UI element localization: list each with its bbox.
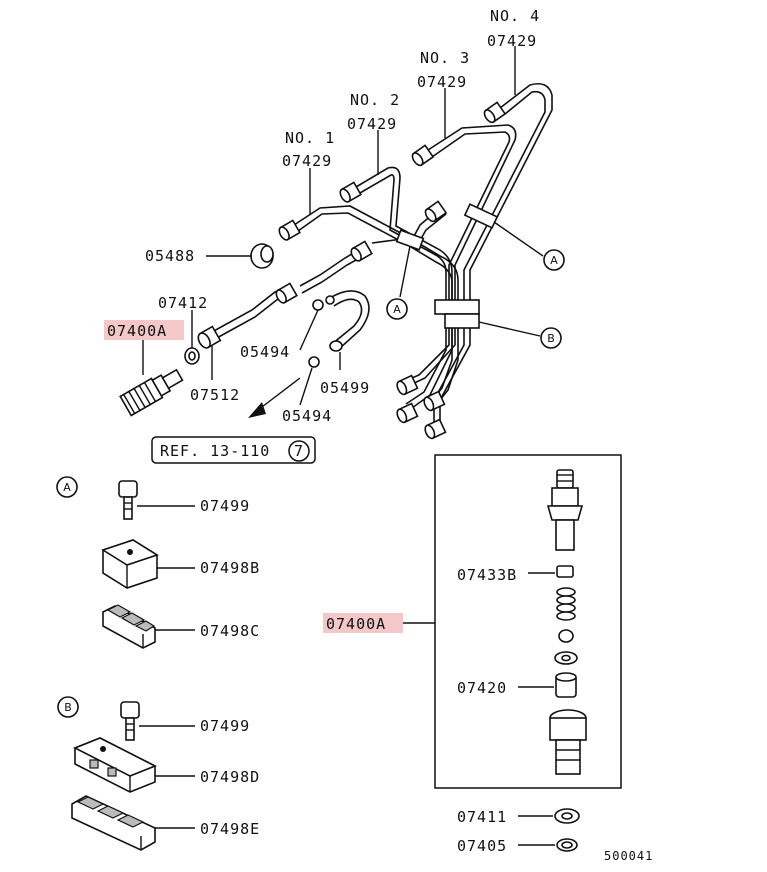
callout-b-section: B 07499 07498D 07498E xyxy=(57,696,260,851)
reference-box[interactable]: REF. 13-110 7 xyxy=(151,436,316,464)
spring-seat xyxy=(558,629,574,643)
injector-detail-box: 07433B 07420 xyxy=(434,454,622,789)
pipe-nut-no1 xyxy=(278,219,301,241)
clamp-07498b xyxy=(101,539,159,589)
spring xyxy=(556,587,576,621)
label-seal-07512: 07512 xyxy=(190,386,240,404)
clamp-07498c xyxy=(102,604,156,649)
pipe-nut-no4 xyxy=(483,101,507,124)
marker-a-left-label: A xyxy=(393,303,401,316)
nozzle-07420 xyxy=(555,672,577,698)
marker-a-left: A xyxy=(386,298,408,320)
label-callout-a-clamp-c: 07498C xyxy=(200,622,260,640)
return-hose xyxy=(329,290,370,352)
marker-b-right: B xyxy=(540,327,562,349)
washer-07405 xyxy=(556,838,578,852)
injector-assembly xyxy=(119,368,184,417)
label-no3: NO. 3 xyxy=(420,49,470,67)
label-pipe-no4: 07429 xyxy=(487,32,537,50)
label-injector-assy-top[interactable]: 07400A xyxy=(107,322,167,340)
label-hose: 05499 xyxy=(320,379,370,397)
pipe-clamp-b xyxy=(434,299,480,329)
callout-a-marker: A xyxy=(63,481,71,494)
reference-label: REF. 13-110 xyxy=(160,442,270,460)
marker-a-right: A xyxy=(543,249,565,271)
spacer-washer xyxy=(554,651,578,665)
pump-nut-4 xyxy=(424,418,447,440)
label-callout-a-clamp-b: 07498B xyxy=(200,559,260,577)
highlight-injector-top xyxy=(104,320,184,340)
label-detail-07420: 07420 xyxy=(457,679,507,697)
pipe-nut-no3 xyxy=(411,144,435,167)
pipe-nut-injector xyxy=(197,325,222,349)
pump-nut-2 xyxy=(396,402,419,424)
label-callout-a-bolt: 07499 xyxy=(200,497,250,515)
label-callout-b-bolt: 07499 xyxy=(200,717,250,735)
label-no2: NO. 2 xyxy=(350,91,400,109)
bolt-07499-a xyxy=(118,480,138,520)
label-nut-05488: 05488 xyxy=(145,247,195,265)
label-clip-lower: 05494 xyxy=(282,407,332,425)
clamp-07498e xyxy=(71,795,156,851)
nut-05488 xyxy=(250,243,274,269)
diagram-id: 500041 xyxy=(604,849,653,863)
reference-circle-number: 7 xyxy=(294,442,304,460)
washer-07412 xyxy=(184,347,200,365)
highlight-injector-detail xyxy=(323,613,403,633)
label-no4: NO. 4 xyxy=(490,7,540,25)
bolt-07499-b xyxy=(120,701,140,741)
label-callout-b-clamp-d: 07498D xyxy=(200,768,260,786)
pipe-nut-no2 xyxy=(339,181,362,203)
label-washer-07412: 07412 xyxy=(158,294,208,312)
clamp-07498d xyxy=(73,737,157,793)
pump-nut-3 xyxy=(423,390,446,412)
label-injector-assy-detail[interactable]: 07400A xyxy=(326,615,386,633)
label-pipe-no1: 07429 xyxy=(282,152,332,170)
label-callout-b-clamp-e: 07498E xyxy=(200,820,260,838)
label-washer-07405: 07405 xyxy=(457,837,507,855)
pipe-clamp-a-lower xyxy=(395,229,425,251)
shim-07433b xyxy=(556,565,574,578)
marker-a-right-label: A xyxy=(550,254,558,267)
label-detail-07433b: 07433B xyxy=(457,566,517,584)
pipe-nut-loose xyxy=(424,200,448,223)
retaining-nut xyxy=(549,709,587,775)
label-pipe-no3: 07429 xyxy=(417,73,467,91)
label-washer-07411: 07411 xyxy=(457,808,507,826)
marker-b-right-label: B xyxy=(547,332,555,345)
label-clip-upper: 05494 xyxy=(240,343,290,361)
ref-arrow xyxy=(248,377,301,418)
pipe-nut-mid xyxy=(350,240,373,262)
pipe-end-nuts xyxy=(197,101,507,440)
callout-b-marker: B xyxy=(64,701,72,714)
hose-clip-lower xyxy=(308,356,320,368)
hose-clip-upper xyxy=(312,295,335,311)
label-no1: NO. 1 xyxy=(285,129,335,147)
callout-a-section: A 07499 07498B 07498C xyxy=(56,476,260,649)
pump-nut-1 xyxy=(396,374,419,396)
pipe-nut-upper-injector xyxy=(275,282,298,304)
nozzle-holder xyxy=(546,469,584,551)
label-pipe-no2: 07429 xyxy=(347,115,397,133)
washer-07411 xyxy=(554,808,580,824)
